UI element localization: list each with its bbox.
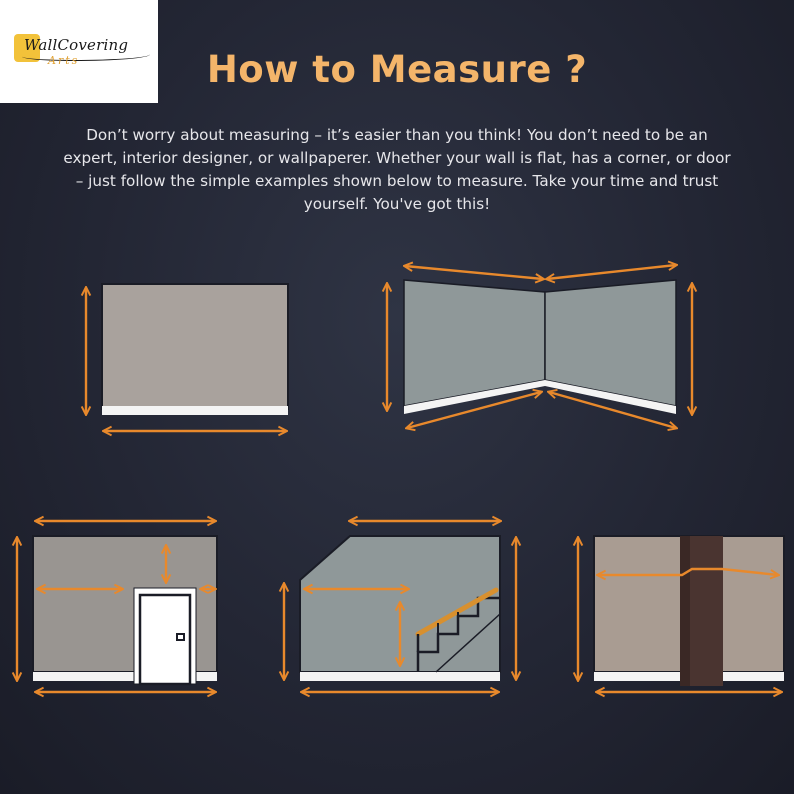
baseboard-right (722, 672, 784, 681)
diagram-corner-wall (387, 265, 692, 428)
diagram-column-wall (578, 535, 785, 692)
column-side (680, 536, 690, 686)
diagram-flat-wall (86, 283, 289, 431)
door (138, 593, 192, 686)
width-arrow-top-right (547, 265, 676, 279)
diagram-stairs-wall (284, 521, 516, 692)
page-title: How to Measure ? (206, 48, 588, 91)
logo-subname: Arts (48, 54, 80, 67)
width-arrow-top-left (405, 266, 543, 279)
width-arrow-bottom-right (549, 392, 676, 428)
stairs-underside (435, 613, 501, 673)
diagram-door-wall (17, 521, 218, 692)
baseboard (300, 672, 500, 681)
width-arrow-bottom-left (407, 392, 541, 428)
baseboard (102, 406, 288, 415)
door-handle-icon (176, 633, 185, 641)
column-front (690, 536, 723, 686)
baseboard (33, 672, 217, 681)
logo-box: WallCovering Arts (0, 0, 158, 103)
width-arrow-around-column (598, 567, 778, 575)
logo-swoosh (22, 50, 150, 61)
wall-flat (101, 283, 289, 410)
intro-text: Don’t worry about measuring – it’s easie… (63, 126, 731, 213)
logo-name: WallCovering (24, 36, 129, 54)
baseboard-left (594, 672, 684, 681)
stairs-steps (416, 596, 500, 672)
